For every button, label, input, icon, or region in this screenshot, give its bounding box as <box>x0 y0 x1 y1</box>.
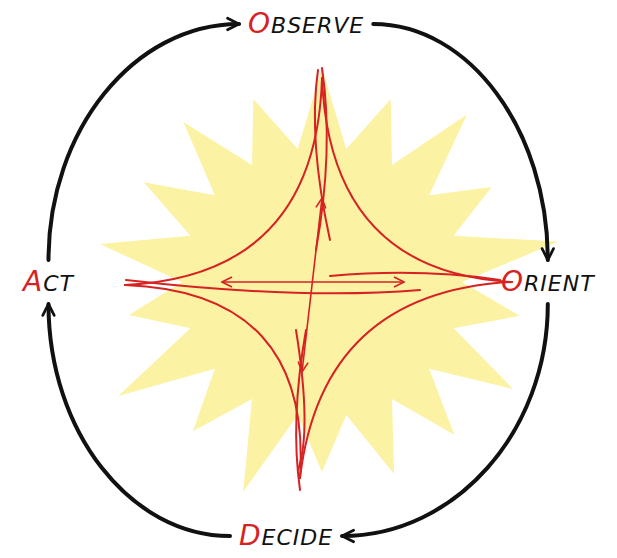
cycle-arrow <box>373 24 548 260</box>
step-label: ORIENT <box>501 268 595 296</box>
star-burst <box>100 68 559 492</box>
cycle-arrow <box>48 24 239 260</box>
cycle-arrow <box>342 304 548 536</box>
astroid-curves <box>125 68 512 490</box>
cycle-arrow <box>48 304 230 536</box>
step-label: ACT <box>23 268 74 296</box>
loop-step: OBSERVE <box>245 8 367 40</box>
step-label: OBSERVE <box>248 10 364 38</box>
step-label: DECIDE <box>239 522 333 550</box>
loop-step: DECIDE <box>236 520 336 552</box>
loop-step: ORIENT <box>498 266 598 298</box>
double-arrows <box>222 198 404 372</box>
loop-step: ACT <box>20 266 77 298</box>
